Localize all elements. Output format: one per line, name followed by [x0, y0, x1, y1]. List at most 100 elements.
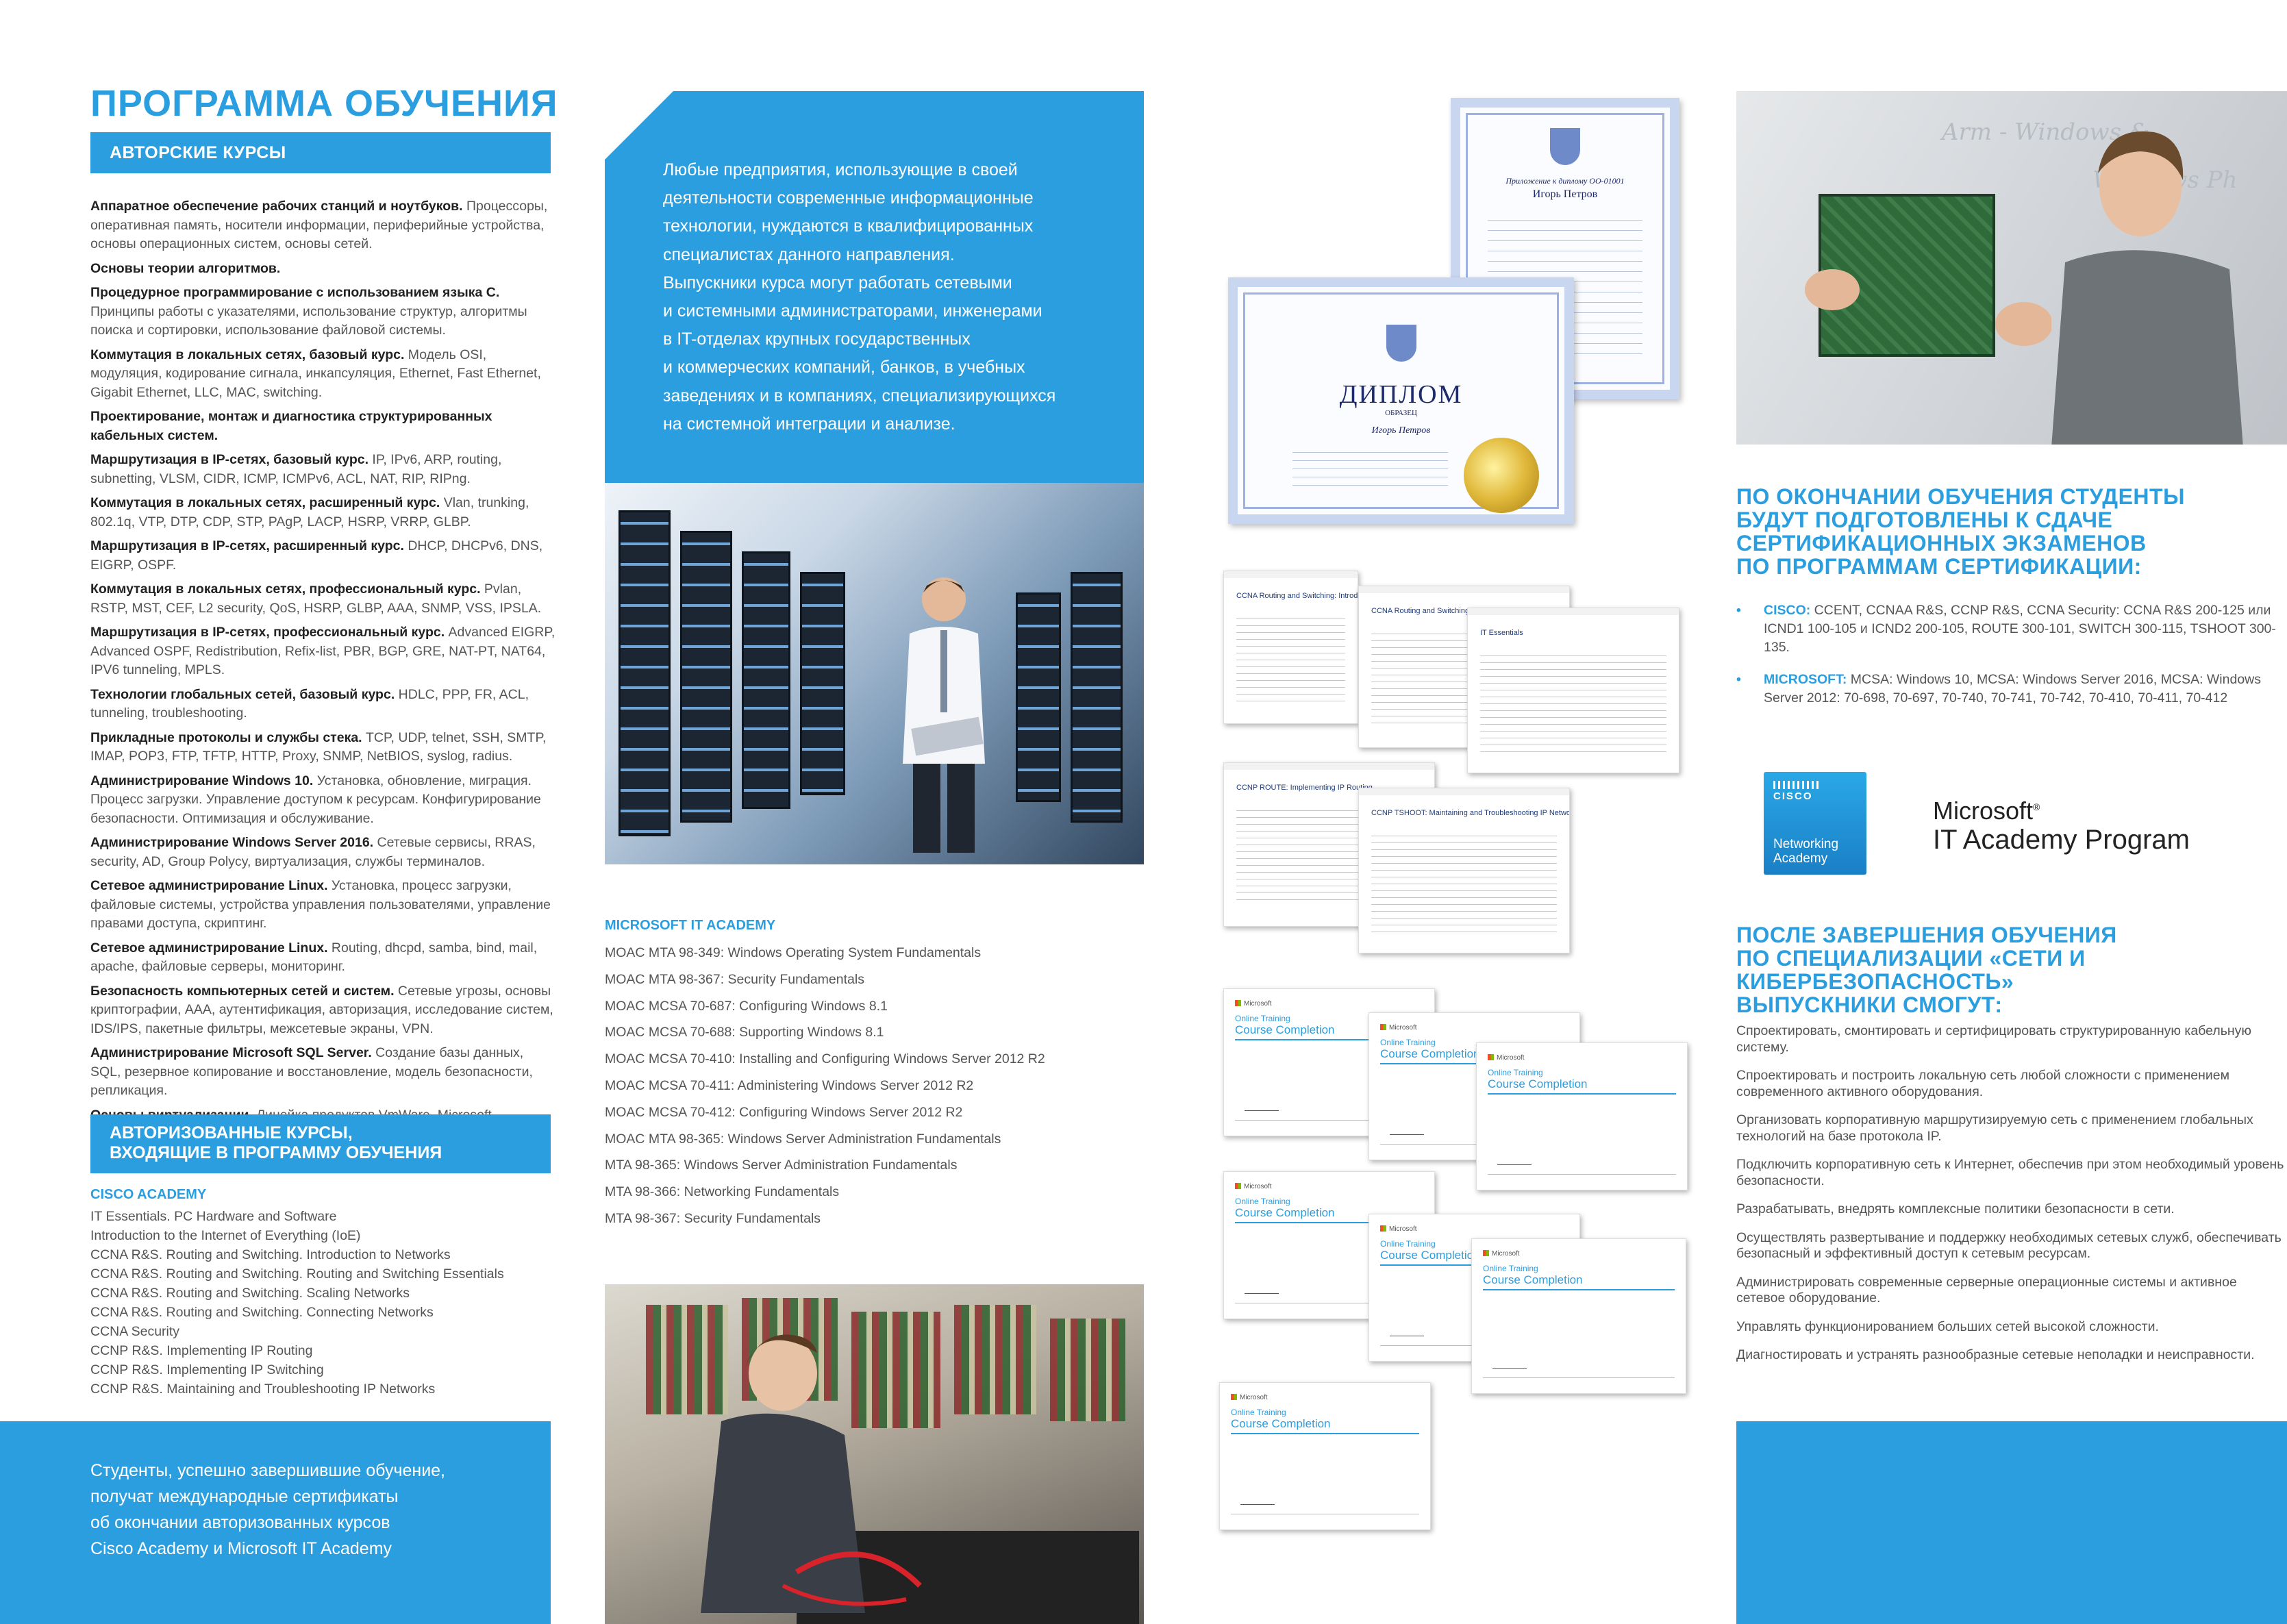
cisco-bars-icon: [1773, 781, 1821, 789]
course-item: Маршрутизация в IP-сетях, расширенный ку…: [90, 538, 543, 573]
course-item: Безопасность компьютерных сетей и систем…: [90, 983, 553, 1036]
bullet-icon: •: [1736, 672, 1741, 687]
student-with-motherboard-photo: Arm - Windows & Windows Ph: [1736, 91, 2287, 445]
course-item: Коммутация в локальных сетях, базовый ку…: [90, 347, 541, 400]
list-item: Спроектировать, смонтировать и сертифици…: [1736, 1023, 2252, 1055]
list-item: MTA 98-366: Networking Fundamentals: [605, 1184, 840, 1200]
list-item: MOAC MTA 98-367: Security Fundamentals: [605, 971, 864, 987]
server-rack: [680, 531, 732, 823]
engineer-figure: [903, 577, 985, 853]
list-item: Осуществлять развертывание и поддержку н…: [1736, 1229, 2282, 1262]
server-rack: [800, 572, 845, 795]
list-item: CCNP R&S. Maintaining and Troubleshootin…: [90, 1382, 436, 1397]
microsoft-it-academy-logo: Microsoft® IT Academy Program: [1933, 797, 2190, 855]
course-item: Коммутация в локальных сетях, профессион…: [90, 582, 542, 616]
cisco-certificate: CCNA Routing and Switching: Introduction…: [1223, 571, 1358, 724]
list-item: Разрабатывать, внедрять комплексные поли…: [1736, 1201, 2175, 1216]
course-item: Основы теории алгоритмов.: [90, 260, 281, 276]
list-item: CCNA Security: [90, 1324, 180, 1339]
graduates-skills-list: Спроектировать, смонтировать и сертифици…: [1736, 1023, 2284, 1376]
server-rack: [1071, 572, 1123, 823]
circuit-board: [851, 1312, 940, 1428]
list-item: MOAC MCSA 70-412: Configuring Windows Se…: [605, 1104, 963, 1120]
shield-icon: [1386, 325, 1416, 362]
course-item: Процедурное программирование с использов…: [90, 285, 527, 338]
cisco-networking-academy-logo: CISCO Networking Academy: [1764, 772, 1866, 875]
course-item: Администрирование Microsoft SQL Server. …: [90, 1045, 533, 1098]
page-title: ПРОГРАММА ОБУЧЕНИЯ: [90, 83, 558, 124]
diploma: ДИПЛОМ ОБРАЗЕЦ Игорь Петров: [1228, 277, 1574, 524]
student-figure: [2051, 131, 2243, 445]
course-item: Маршрутизация в IP-сетях, профессиональн…: [90, 625, 555, 677]
server-rack: [742, 551, 790, 809]
list-item: MOAC MTA 98-349: Windows Operating Syste…: [605, 945, 982, 960]
microsoft-academy-heading: MICROSOFT IT ACADEMY: [605, 918, 776, 933]
cisco-certificate: CCNP TSHOOT: Maintaining and Troubleshoo…: [1358, 788, 1570, 953]
list-item: MOAC MCSA 70-687: Configuring Windows 8.…: [605, 998, 888, 1014]
list-item: Управлять функционированием больших сете…: [1736, 1319, 2159, 1334]
course-item: Администрирование Windows 10. Установка,…: [90, 773, 541, 826]
circuit-board: [1050, 1319, 1125, 1421]
hardware-lab-photo: [605, 1284, 1144, 1624]
list-item: Администрировать современные серверные о…: [1736, 1274, 2237, 1306]
decorative-blue-box: [1736, 1421, 2287, 1624]
microsoft-course-list: MOAC MTA 98-349: Windows Operating Syste…: [605, 940, 1125, 1232]
intro-text: Любые предприятия, использующие в своей …: [663, 160, 1056, 434]
list-item: Подключить корпоративную сеть к Интернет…: [1736, 1157, 2284, 1188]
course-item: Прикладные протоколы и службы стека. TCP…: [90, 729, 547, 764]
certification-list: • CISCO: CCENT, CCNAA R&S, CCNP R&S, CCN…: [1736, 601, 2284, 721]
authorized-courses-header: АВТОРИЗОВАННЫЕ КУРСЫ, ВХОДЯЩИЕ В ПРОГРАМ…: [90, 1114, 551, 1173]
student-figure: [701, 1334, 922, 1613]
list-item: CCNA R&S. Routing and Switching. Scaling…: [90, 1286, 410, 1301]
hands: [1805, 269, 2051, 346]
list-item: MTA 98-365: Windows Server Administratio…: [605, 1158, 958, 1173]
course-item: Маршрутизация в IP-сетях, базовый курс. …: [90, 452, 502, 486]
list-item: • MICROSOFT: MCSA: Windows 10, MCSA: Win…: [1736, 672, 2262, 705]
list-item: MOAC MCSA 70-688: Supporting Windows 8.1: [605, 1025, 884, 1040]
list-item: CCNA R&S. Routing and Switching. Routing…: [90, 1266, 504, 1282]
certificates-note-box: [0, 1421, 551, 1624]
list-item: • CISCO: CCENT, CCNAA R&S, CCNP R&S, CCN…: [1736, 603, 2276, 655]
list-item: MOAC MCSA 70-411: Administering Windows …: [605, 1077, 974, 1093]
list-item: Диагностировать и устранять разнообразны…: [1736, 1347, 2255, 1362]
bullet-icon: •: [1736, 603, 1741, 618]
course-item: Аппаратное обеспечение рабочих станций и…: [90, 199, 548, 251]
shield-icon: [1550, 128, 1580, 165]
certificates-note-text: Студенты, успешно завершившие обучение, …: [90, 1461, 446, 1558]
list-item: CCNP R&S. Implementing IP Switching: [90, 1362, 324, 1377]
list-item: MTA 98-367: Security Fundamentals: [605, 1210, 821, 1226]
list-item: Introduction to the Internet of Everythi…: [90, 1228, 361, 1243]
list-item: Организовать корпоративную маршрутизируе…: [1736, 1112, 2253, 1144]
cisco-course-list: IT Essentials. PC Hardware and Software …: [90, 1207, 556, 1399]
list-item: MOAC MTA 98-365: Windows Server Administ…: [605, 1131, 1001, 1147]
circuit-board: [954, 1305, 1036, 1414]
list-item: IT Essentials. PC Hardware and Software: [90, 1209, 337, 1224]
course-item: Администрирование Windows Server 2016. С…: [90, 835, 536, 869]
author-courses-header: АВТОРСКИЕ КУРСЫ: [90, 132, 551, 173]
cisco-certificate: IT Essentials: [1467, 608, 1679, 773]
list-item: CCNA R&S. Routing and Switching. Introdu…: [90, 1247, 451, 1262]
certification-heading: ПО ОКОНЧАНИИ ОБУЧЕНИЯ СТУДЕНТЫ БУДУТ ПОД…: [1736, 484, 2185, 579]
motherboard: [1819, 194, 1995, 357]
intro-panel: [605, 91, 1144, 483]
list-item: CCNA R&S. Routing and Switching. Connect…: [90, 1305, 434, 1320]
gold-seal-icon: [1464, 438, 1539, 513]
author-courses-list: Аппаратное обеспечение рабочих станций и…: [90, 197, 556, 1130]
list-item: MOAC MCSA 70-410: Installing and Configu…: [605, 1051, 1045, 1067]
server-rack: [618, 510, 671, 836]
list-item: Спроектировать и построить локальную сет…: [1736, 1068, 2229, 1099]
graduates-heading: ПОСЛЕ ЗАВЕРШЕНИЯ ОБУЧЕНИЯ ПО СПЕЦИАЛИЗАЦ…: [1736, 923, 2117, 1017]
course-item: Сетевое администрирование Linux. Установ…: [90, 878, 551, 931]
course-item: Проектирование, монтаж и диагностика стр…: [90, 409, 492, 443]
server-rack: [1016, 592, 1061, 802]
course-item: Сетевое администрирование Linux. Routing…: [90, 940, 538, 975]
server-room-photo: [605, 483, 1144, 864]
cisco-academy-heading: CISCO ACADEMY: [90, 1187, 207, 1202]
course-item: Коммутация в локальных сетях, расширенны…: [90, 495, 529, 529]
circuit-board: [646, 1305, 728, 1414]
list-item: CCNP R&S. Implementing IP Routing: [90, 1343, 313, 1358]
course-item: Технологии глобальных сетей, базовый кур…: [90, 686, 529, 721]
